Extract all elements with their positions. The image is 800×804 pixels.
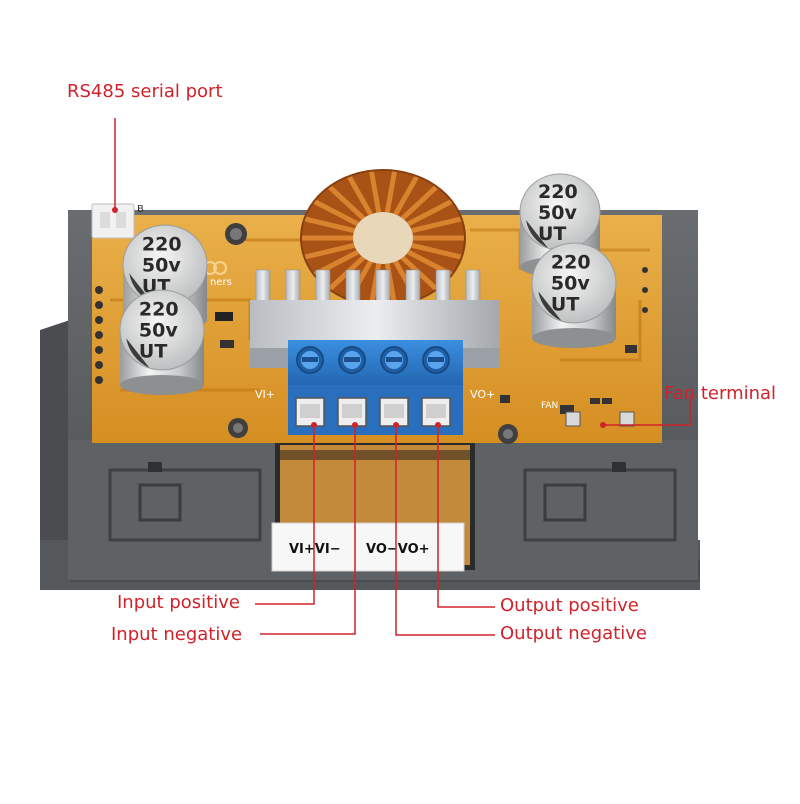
terminal-block: VI+ VO+ [255,340,495,435]
capacitor-2-line-1: 220 [139,298,179,320]
callout-output-negative: Output negative [500,623,647,644]
callout-input-negative: Input negative [111,624,243,645]
callout-input-positive: Input positive [117,592,240,613]
logo-text: ners [210,277,232,288]
capacitor-2-line-2: 50v [139,319,178,341]
side-label: B [137,204,144,215]
callout-output-positive: Output positive [500,595,639,616]
capacitor-2-line-3: UT [139,340,167,362]
silk-fan: FAN [541,401,558,411]
strip-left-text: VI+VI− [289,542,341,557]
capacitor-4-line-3: UT [551,293,579,315]
capacitor-1-line-1: 220 [142,233,182,255]
leader-lines [114,118,691,636]
capacitor-1-line-2: 50v [142,254,181,276]
capacitor-3-line-3: UT [538,223,566,245]
capacitor-3-line-1: 220 [538,181,578,203]
capacitor-4-line-2: 50v [551,272,590,294]
capacitor-3-line-2: 50v [538,202,577,224]
callout-fan-terminal: Fan terminal [664,383,777,404]
fan-connector: FAN [541,398,635,427]
strip-right-text: VO−VO+ [366,542,430,557]
jst-connector-icon: B [91,203,144,239]
silk-vi: VI+ [255,388,275,401]
terminal-label-strip: VI+VI− VO−VO+ [271,522,465,572]
capacitor-4-line-1: 220 [551,251,591,273]
leader-dots [112,207,606,428]
callout-rs485-serial-port: RS485 serial port [67,81,223,102]
silk-vo: VO+ [470,388,495,401]
